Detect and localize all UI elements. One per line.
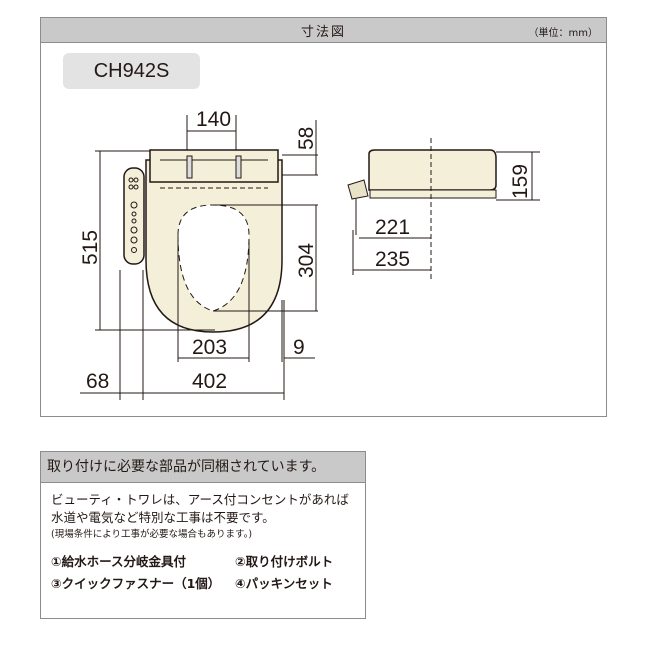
dim-304: 304 bbox=[295, 243, 318, 278]
unit-label: （単位：mm） bbox=[528, 28, 598, 39]
part-item: ②取り付けボルト bbox=[235, 554, 334, 569]
part-item: ③クイックファスナー（1個） bbox=[51, 576, 221, 591]
dim-58: 58 bbox=[295, 127, 318, 150]
model-badge: CH942S bbox=[63, 53, 200, 89]
panel-header: 寸法図 （単位：mm） bbox=[41, 18, 606, 43]
dim-159: 159 bbox=[509, 164, 532, 199]
side-view-remote bbox=[347, 179, 369, 200]
part-item: ④パッキンセット bbox=[235, 576, 333, 591]
dim-235: 235 bbox=[375, 248, 410, 271]
dim-9: 9 bbox=[293, 336, 305, 359]
dim-515: 515 bbox=[79, 230, 102, 265]
hinge-cover bbox=[149, 149, 279, 183]
description-line-1: ビューティ・トワレは、アース付コンセントがあれば bbox=[51, 492, 349, 507]
remote-buttons bbox=[128, 177, 139, 253]
box-header: 取り付けに必要な部品が同梱されています。 bbox=[41, 452, 365, 483]
side-view-seat bbox=[368, 149, 497, 191]
dim-68: 68 bbox=[86, 370, 109, 393]
dim-221: 221 bbox=[375, 216, 410, 239]
box-body: ビューティ・トワレは、アース付コンセントがあれば 水道や電気など特別な工事は不要… bbox=[41, 483, 365, 603]
part-item: ①給水ホース分岐金具付 bbox=[51, 554, 186, 569]
panel-title: 寸法図 bbox=[300, 25, 346, 40]
note: (現場条件により工事が必要な場合もあります。) bbox=[51, 529, 253, 540]
dim-203: 203 bbox=[192, 336, 227, 359]
dim-402: 402 bbox=[192, 370, 227, 393]
included-parts-box: 取り付けに必要な部品が同梱されています。 ビューティ・トワレは、アース付コンセン… bbox=[40, 451, 366, 619]
dimension-drawing: 140 58 515 304 203 9 68 402 159 221 235 bbox=[79, 108, 540, 400]
parts-list: ①給水ホース分岐金具付 ②取り付けボルト ③クイックファスナー（1個） ④パッキ… bbox=[51, 551, 355, 595]
description-line-2: 水道や電気など特別な工事は不要です。 bbox=[51, 510, 275, 525]
dim-140: 140 bbox=[196, 108, 231, 131]
